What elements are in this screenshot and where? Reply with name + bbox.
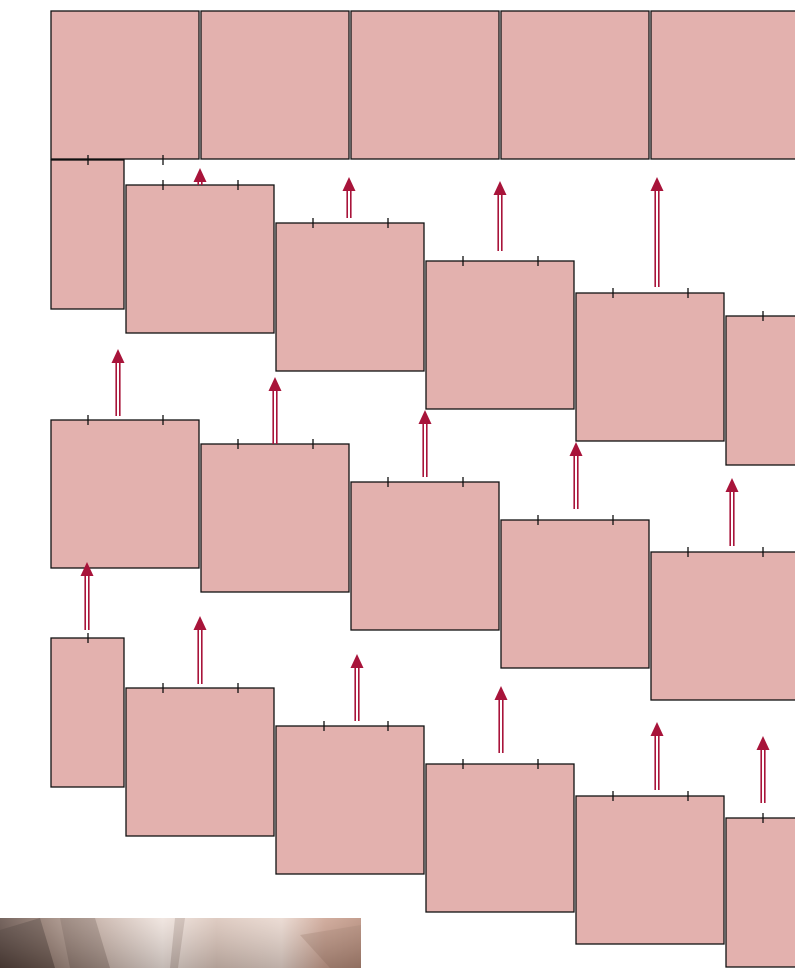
up-arrow-icon — [343, 177, 356, 218]
up-arrow-icon — [351, 654, 364, 721]
tile — [426, 764, 574, 912]
tile — [276, 223, 424, 371]
arrow-head — [570, 442, 583, 456]
arrow-head — [495, 686, 508, 700]
arrow-head — [351, 654, 364, 668]
tile — [51, 160, 124, 309]
tile — [276, 726, 424, 874]
up-arrow-icon — [570, 442, 583, 509]
arrow-head — [269, 377, 282, 391]
up-arrow-icon — [194, 168, 207, 185]
tile — [576, 796, 724, 944]
up-arrow-icon — [194, 616, 207, 684]
arrow-head — [651, 722, 664, 736]
up-arrow-icon — [81, 562, 94, 630]
tile — [126, 688, 274, 836]
tile — [726, 818, 795, 967]
tile — [201, 444, 349, 592]
up-arrow-icon — [651, 722, 664, 790]
arrow-head — [757, 736, 770, 750]
arrow-head — [651, 177, 664, 191]
arrow-head — [419, 410, 432, 424]
tiles-layer — [51, 11, 795, 967]
arrow-head — [194, 616, 207, 630]
arrow-head — [194, 168, 207, 182]
photo-strip — [0, 918, 361, 968]
tile — [51, 638, 124, 787]
tile — [126, 185, 274, 333]
tile — [576, 293, 724, 441]
arrow-head — [343, 177, 356, 191]
tile — [726, 316, 795, 465]
arrow-head — [726, 478, 739, 492]
up-arrow-icon — [495, 686, 508, 753]
tile — [426, 261, 574, 409]
up-arrow-icon — [494, 181, 507, 251]
up-arrow-icon — [726, 478, 739, 546]
tile — [651, 11, 795, 159]
up-arrow-icon — [419, 410, 432, 477]
photo-strip-shade — [0, 918, 361, 968]
tile — [351, 11, 499, 159]
arrow-head — [112, 349, 125, 363]
tile — [51, 11, 199, 159]
up-arrow-icon — [269, 377, 282, 444]
up-arrow-icon — [112, 349, 125, 416]
tile — [501, 11, 649, 159]
up-arrow-icon — [651, 177, 664, 287]
tile — [651, 552, 795, 700]
tile — [51, 420, 199, 568]
up-arrow-icon — [757, 736, 770, 803]
tile — [501, 520, 649, 668]
tile — [201, 11, 349, 159]
tile — [351, 482, 499, 630]
arrow-head — [494, 181, 507, 195]
